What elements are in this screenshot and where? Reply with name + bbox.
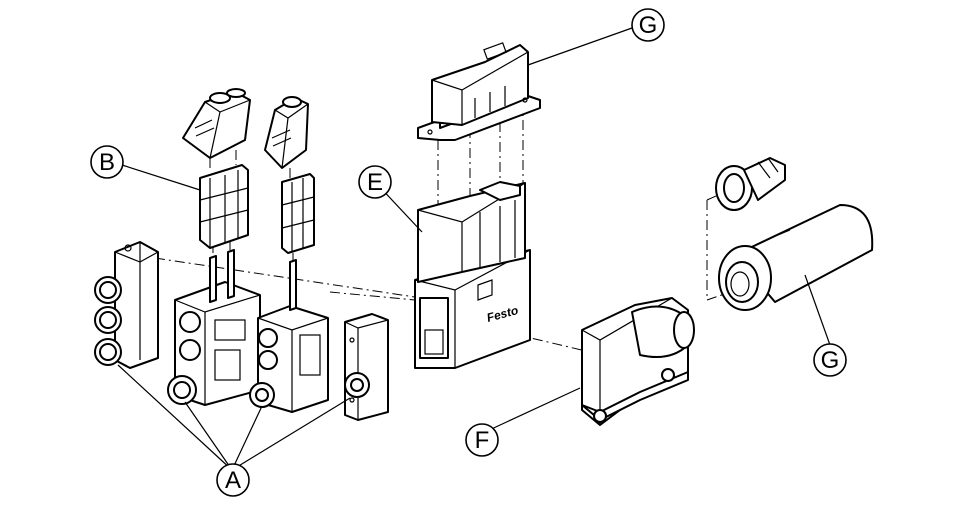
connector-frame-b xyxy=(199,164,249,249)
end-plate xyxy=(344,313,389,421)
callout-g-right: G xyxy=(813,343,847,377)
valve-body-small xyxy=(249,259,329,413)
callout-g-top-label: G xyxy=(639,12,658,39)
connector-frame-small xyxy=(281,173,315,254)
plug-cover-right xyxy=(264,96,309,169)
sub-base-left xyxy=(94,241,159,369)
plug-cover-left xyxy=(182,88,251,159)
callout-f: F xyxy=(465,423,499,457)
callout-e: E xyxy=(358,165,392,199)
callout-g-top: G xyxy=(631,8,665,42)
cylinder-g-right xyxy=(718,204,874,311)
callout-f-label: F xyxy=(475,427,490,454)
callout-g-right-label: G xyxy=(821,347,840,374)
callout-e-label: E xyxy=(367,169,383,196)
electrical-module-g-top xyxy=(417,42,541,141)
valve-terminal-e: Festo xyxy=(414,181,531,369)
callout-a: A xyxy=(216,463,250,497)
barbed-fitting xyxy=(715,157,786,211)
valve-body-large xyxy=(167,249,261,406)
callout-b-label: B xyxy=(99,149,115,176)
callout-b: B xyxy=(90,145,124,179)
adapter-bracket-f xyxy=(581,297,695,426)
leader-lines xyxy=(117,27,831,471)
callout-a-label: A xyxy=(225,467,241,494)
